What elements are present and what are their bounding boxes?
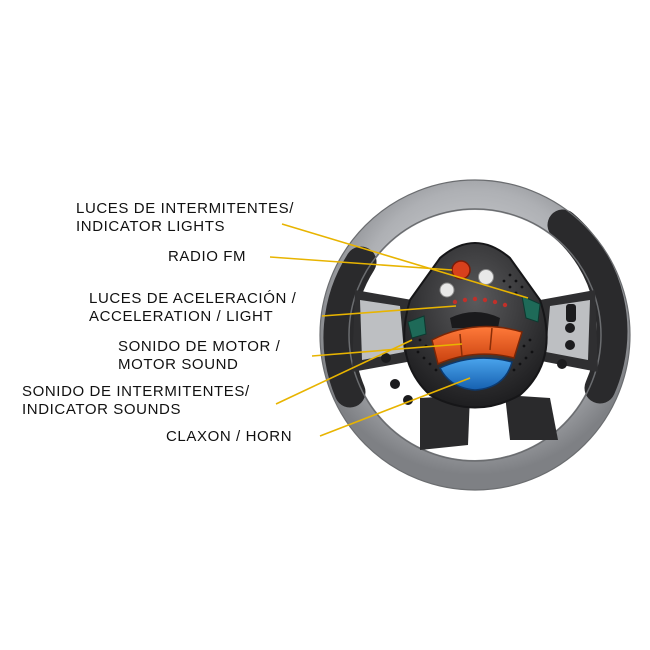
label-indicator-sounds: SONIDO DE INTERMITENTES/ INDICATOR SOUND…	[22, 383, 250, 419]
label-indicator-lights: LUCES DE INTERMITENTES/ INDICATOR LIGHTS	[76, 200, 294, 236]
leader-line-indicator-lights	[281, 223, 529, 299]
label-motor-es: SONIDO DE MOTOR /	[118, 338, 281, 355]
label-indicator-lights-en: INDICATOR LIGHTS	[76, 218, 226, 235]
label-acceleration-en: ACCELERATION / LIGHT	[89, 308, 274, 325]
motor-sound-button[interactable]	[431, 325, 523, 366]
label-acceleration-es: LUCES DE ACELERACIÓN /	[89, 290, 297, 307]
label-radio-text: RADIO FM	[168, 248, 247, 265]
leader-line-motor	[311, 343, 463, 357]
leader-line-acceleration	[321, 305, 457, 317]
label-motor-en: MOTOR SOUND	[118, 356, 239, 373]
label-acceleration: LUCES DE ACELERACIÓN / ACCELERATION / LI…	[89, 290, 296, 326]
leader-line-indicator-sounds	[275, 339, 413, 405]
leader-lines	[269, 223, 529, 437]
wheel-rim	[319, 179, 631, 491]
label-radio: RADIO FM	[168, 248, 246, 266]
label-indicator-lights-es: LUCES DE INTERMITENTES/	[76, 200, 294, 217]
label-motor: SONIDO DE MOTOR / MOTOR SOUND	[118, 338, 280, 374]
label-horn-text: CLAXON / HORN	[166, 428, 293, 445]
leader-line-radio	[269, 256, 453, 271]
radio-tertiary-button[interactable]	[439, 282, 455, 298]
radio-secondary-button[interactable]	[478, 269, 494, 285]
label-indicator-sounds-es: SONIDO DE INTERMITENTES/	[22, 383, 250, 400]
wheel-spokes	[352, 290, 598, 450]
label-indicator-sounds-en: INDICATOR SOUNDS	[22, 401, 182, 418]
indicator-light-right[interactable]	[521, 295, 541, 323]
indicator-light-left[interactable]	[407, 315, 427, 339]
label-horn: CLAXON / HORN	[166, 428, 292, 446]
leader-line-horn	[319, 377, 471, 437]
